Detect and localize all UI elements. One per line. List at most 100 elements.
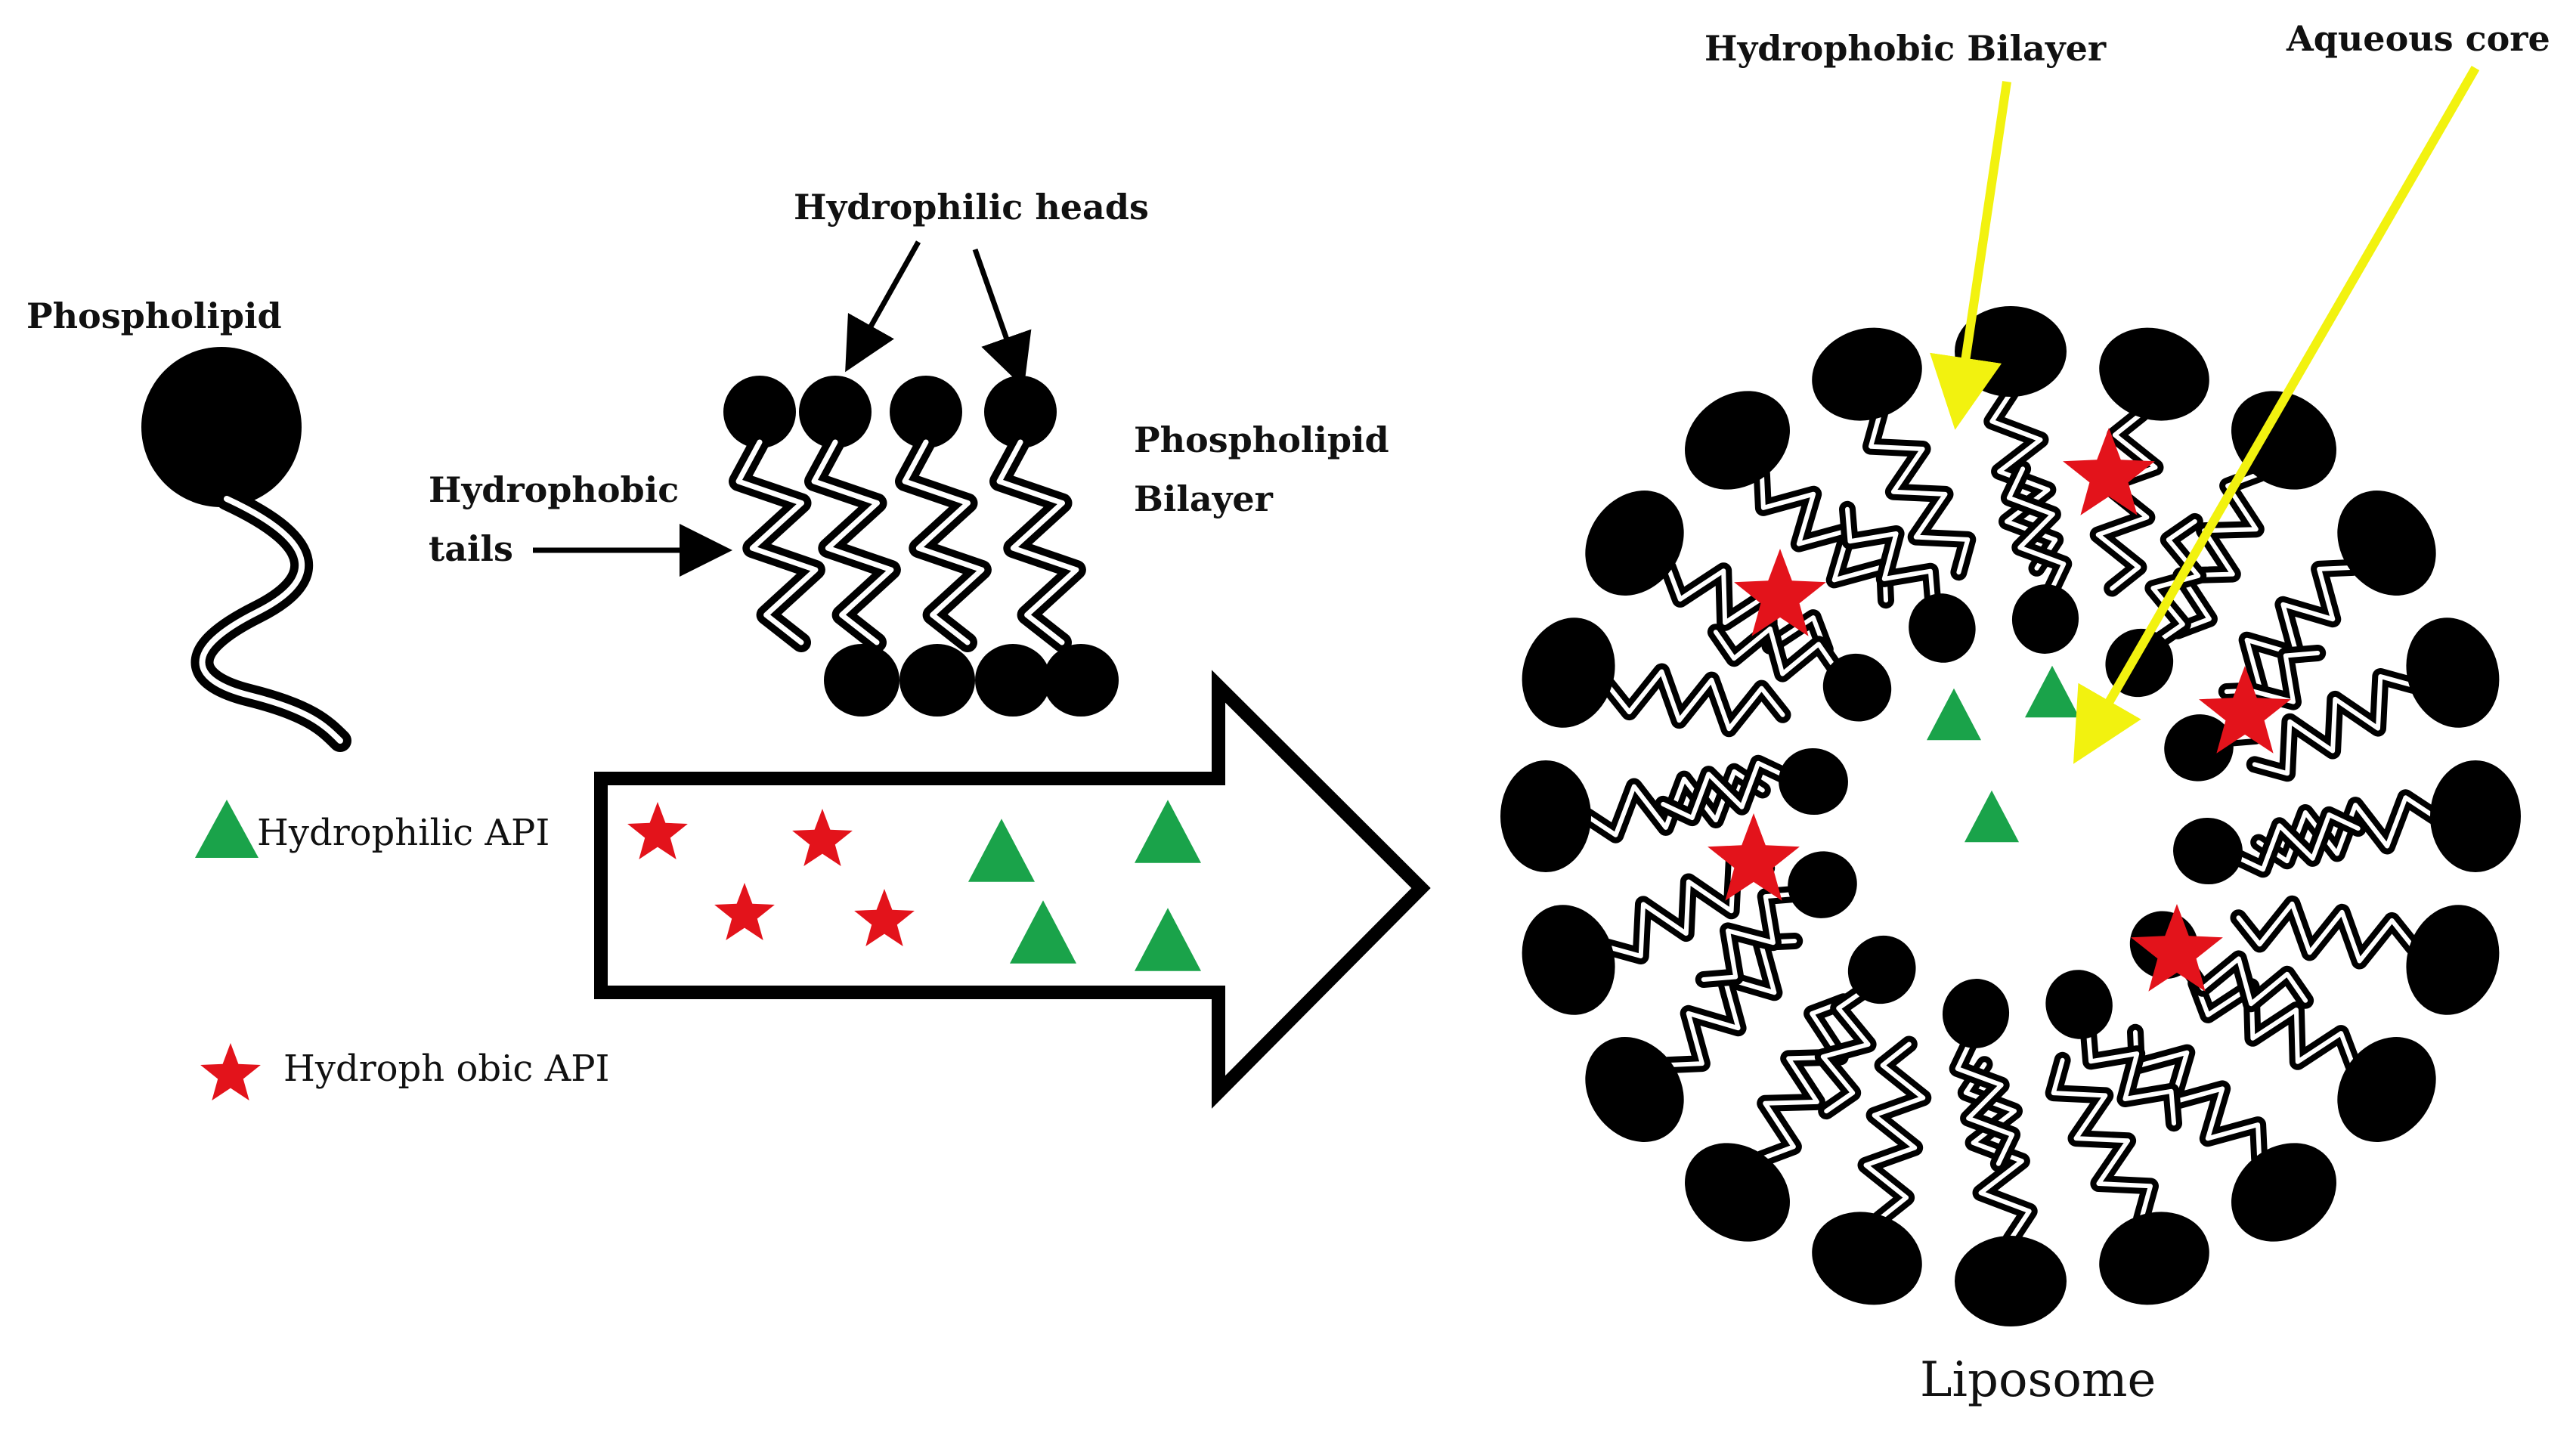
hydrophobic-api-star <box>714 883 775 940</box>
liposome-outer-head <box>1522 905 1615 1015</box>
lipid-tail-inner <box>1869 411 1971 575</box>
arrow-api-group <box>627 800 1201 971</box>
lipid-tail-inner <box>1661 760 1790 821</box>
liposome-outer-head <box>1500 760 1591 872</box>
liposome-outer-head <box>1685 1143 1790 1242</box>
bilayer-label-line1: Phospholipid <box>1134 419 1389 460</box>
liposome-inner-head <box>1909 593 1976 663</box>
bilayer-top-head <box>984 376 1057 448</box>
aqueous-core-label: Aqueous core <box>2287 18 2550 59</box>
liposome-label: Liposome <box>1920 1352 2156 1408</box>
lipid-tail-inner <box>1845 506 1936 606</box>
legend-hydrophilic-api-label: Hydrophilic API <box>257 812 550 854</box>
liposome-inner-head <box>2173 817 2243 885</box>
lipid-tail-outer <box>989 432 1086 652</box>
liposome-outer-head <box>1955 1236 2067 1326</box>
hydrophobic-api-star <box>2131 904 2223 992</box>
lipid-tail-inner <box>1759 999 1847 1162</box>
core-pointer-arrow <box>2073 65 2480 764</box>
hydrophilic-api-triangle <box>1927 688 1981 741</box>
liposome-outer-head <box>2337 491 2436 596</box>
liposome-outer-head <box>1812 327 1922 421</box>
hydrophobic-api-star <box>1734 549 1826 636</box>
bilayer-bottom-head <box>1043 644 1119 717</box>
lipid-tail-inner <box>2006 466 2067 596</box>
legend-hydrophobic-star-icon <box>200 1043 261 1100</box>
liposome-outer-head <box>2231 391 2336 490</box>
lipid-tail-inner <box>1759 471 1888 603</box>
bilayer-bottom-head <box>899 644 975 717</box>
lipid-tail-inner <box>1713 626 1840 676</box>
hydrophobic-api-star <box>854 889 915 946</box>
liposome-outer-head <box>2430 760 2521 872</box>
lipid-tail-inner <box>996 439 1079 645</box>
liposome-outer-head <box>1685 391 1790 490</box>
lipid-tail-inner <box>2051 1057 2153 1221</box>
heads-pointer-arrow-left <box>845 240 921 373</box>
liposome-inner-head <box>1847 935 1916 1004</box>
liposome-outer-head <box>1585 1037 1684 1142</box>
hydrophilic-api-triangle <box>2025 665 2079 718</box>
liposome-outer-head <box>1585 491 1684 596</box>
liposome-outer-head <box>2406 905 2500 1015</box>
lipid-tail-inner <box>1605 669 1785 732</box>
bilayer-bottom-head <box>975 644 1051 717</box>
lipid-tail-inner <box>1955 1037 2015 1166</box>
lipid-tail-outer <box>804 432 901 652</box>
liposome <box>1500 306 2521 1326</box>
hydrophobic-api-star <box>627 802 688 859</box>
liposome-outer-head <box>1812 1212 1922 1305</box>
liposome-outer-head <box>2337 1037 2436 1142</box>
liposome-inner-head <box>1822 653 1892 722</box>
hydrophilic-heads-label: Hydrophilic heads <box>794 187 1149 228</box>
liposome-inner-head <box>2045 970 2113 1039</box>
lipid-tail-inner <box>2236 901 2416 964</box>
phospholipid-label: Phospholipid <box>26 296 282 336</box>
process-arrow <box>594 670 1431 1109</box>
lipid-tail-inner <box>2252 674 2416 776</box>
hydrophilic-api-triangle <box>1965 790 2019 843</box>
lipid-tail-inner <box>2224 565 2356 694</box>
bilayer-top-head <box>890 376 962 448</box>
lipid-tail-inner <box>2175 471 2262 633</box>
phospholipid-bilayer <box>723 376 1119 717</box>
lipid-tail-inner <box>811 439 894 645</box>
liposome-outer-head <box>2099 327 2209 421</box>
liposome-outer-head <box>2099 1212 2209 1305</box>
liposome-outer-head <box>1522 618 1615 728</box>
hydrophobic-tails-label-line2: tails <box>429 528 513 569</box>
hydrophobic-tails-label-line1: Hydrophobic <box>429 469 680 510</box>
hydrophilic-api-triangle <box>1010 900 1076 964</box>
single-phospholipid <box>141 347 351 752</box>
liposome-inner-head <box>1942 979 2010 1048</box>
bilayer-top-head <box>799 376 872 448</box>
liposome-outer-head <box>2406 618 2500 728</box>
lipid-tail-inner <box>1665 565 1828 652</box>
heads-pointer-arrow-right <box>972 248 1032 388</box>
legend-hydrophobic-api-label: Hydroph obic API <box>283 1048 610 1090</box>
hydrophilic-api-triangle <box>1135 800 1201 863</box>
hydrophobic-api-star <box>1708 813 1800 901</box>
hydrophobic-api-star <box>200 1043 261 1100</box>
liposome-inner-head <box>2011 584 2079 654</box>
lipid-tail-inner <box>1665 939 1797 1068</box>
liposome-api-group <box>1708 428 2291 992</box>
liposome-inner-head <box>1788 851 1857 918</box>
lipid-tail-outer <box>895 432 992 652</box>
phospholipid-tail-inner <box>199 496 343 744</box>
phospholipid-head <box>141 347 302 507</box>
lipid-tail-inner <box>1863 1042 1926 1221</box>
bilayer-bottom-head <box>824 644 899 717</box>
hydrophilic-api-triangle <box>968 819 1035 882</box>
lipid-tail-inner <box>1605 856 1769 958</box>
hydrophilic-api-triangle <box>1135 908 1201 971</box>
lipid-tail-inner <box>2231 812 2361 872</box>
lipid-tail-inner <box>2133 1029 2262 1162</box>
bilayer-top-head <box>723 376 796 448</box>
lipid-tail-inner <box>1820 987 1871 1114</box>
liposome-inner-head <box>2164 714 2234 782</box>
hydrophobic-bilayer-label: Hydrophobic Bilayer <box>1704 28 2107 69</box>
liposome-inner-head <box>1779 748 1848 816</box>
liposome-outer-head <box>2231 1143 2336 1242</box>
